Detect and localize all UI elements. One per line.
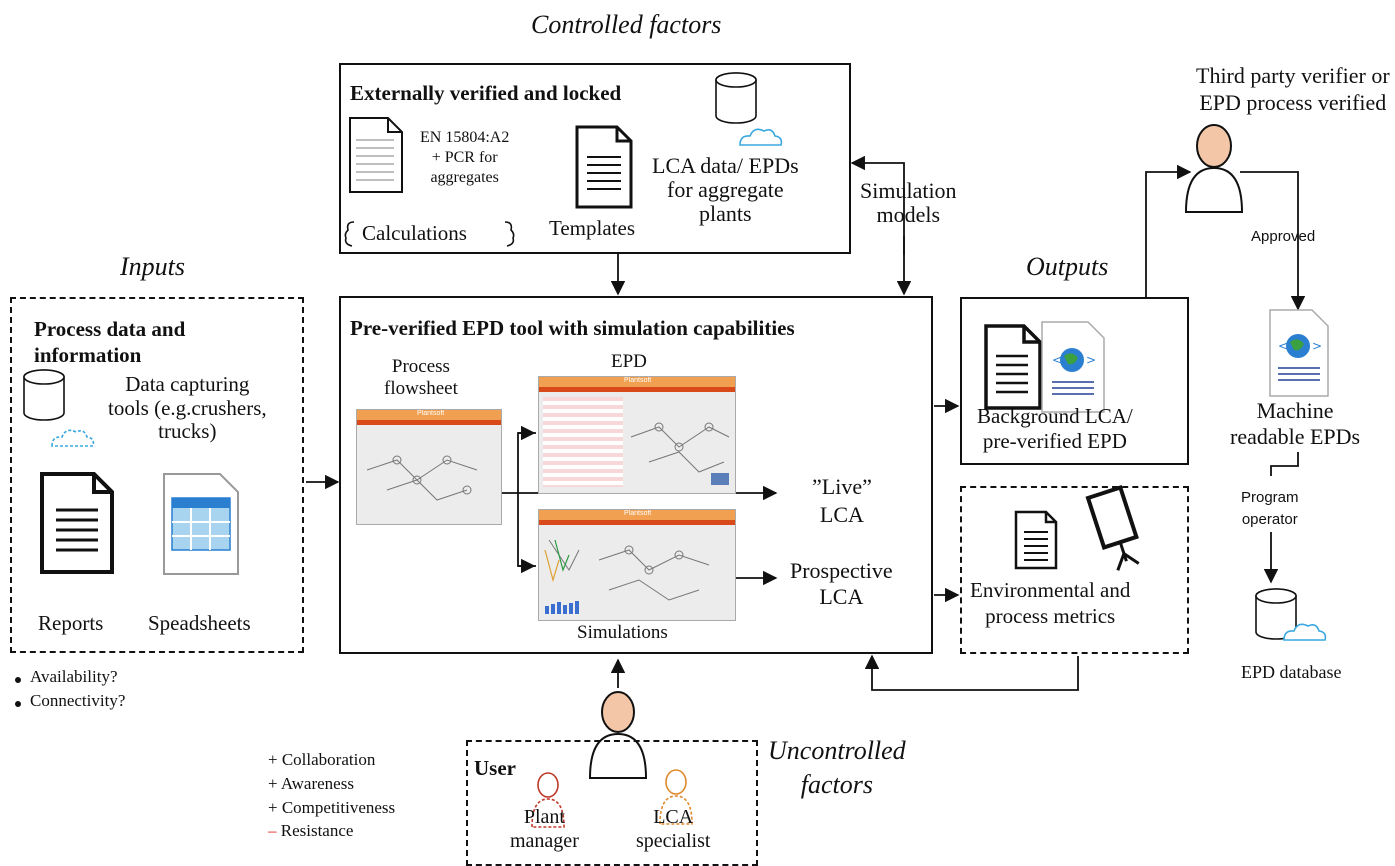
approved-label: Approved: [1251, 228, 1316, 245]
spreadsheets-label: Speadsheets: [148, 611, 251, 635]
spreadsheet-icon: [163, 473, 239, 575]
calculations-label: Calculations: [362, 221, 467, 245]
uncontrolled-factors-title: Uncontrolled factors: [768, 736, 906, 799]
program-operator-label: Program operator: [1241, 489, 1299, 528]
process-flowsheet-label: Process flowsheet: [384, 356, 458, 399]
svg-text:>: >: [1086, 353, 1096, 367]
svg-text:<: <: [1278, 339, 1288, 353]
verifier-label: Third party verifier or EPD process veri…: [1196, 63, 1390, 115]
controlled-factors-title: Controlled factors: [531, 10, 722, 39]
arrow-metrics-to-tool: [864, 654, 1079, 691]
epd-label: EPD: [611, 351, 647, 372]
verified-box-title: Externally verified and locked: [350, 81, 622, 105]
bullet-availability: Availability?: [30, 667, 118, 686]
background-lca-box: [960, 297, 1189, 465]
background-lca-label: Background LCA/ pre-verified EPD: [977, 404, 1133, 454]
epd-tool-box: [339, 296, 933, 654]
simulations-label: Simulations: [577, 622, 668, 643]
user-title: User: [474, 756, 516, 780]
presentation-board-icon: [1085, 484, 1140, 571]
factor-item: + Collaboration: [268, 750, 376, 769]
standard-label: EN 15804:A2 + PCR for aggregates: [420, 129, 510, 186]
metrics-label: Environmental and process metrics: [970, 578, 1131, 628]
outputs-title: Outputs: [1026, 252, 1109, 281]
inputs-title: Inputs: [120, 252, 185, 281]
factor-item: + Competitiveness: [268, 797, 396, 817]
templates-label: Templates: [549, 216, 635, 240]
data-tools-label: Data capturing tools (e.g.crushers, truc…: [108, 372, 267, 444]
lca-data-label: LCA data/ EPDs for aggregate plants: [652, 153, 799, 227]
factors-list: + Collaboration + Awareness + Competitiv…: [268, 748, 395, 843]
machine-readable-label: Machine readable EPDs: [1230, 398, 1361, 450]
verified-locked-box: [339, 63, 851, 254]
svg-text:>: >: [1312, 339, 1322, 353]
epd-screenshot: Plantsoft: [538, 376, 736, 494]
bullet-connectivity: Connectivity?: [30, 691, 126, 710]
simulation-models-label: Simulation models: [860, 178, 957, 228]
inputs-box: [10, 297, 304, 653]
epd-tool-title: Pre-verified EPD tool with simulation ca…: [350, 316, 795, 340]
arrow-background-to-verifier: [1145, 164, 1192, 297]
plant-manager-label: Plant manager: [510, 806, 579, 852]
prospective-lca-label: Prospective LCA: [790, 558, 893, 610]
simulations-screenshot: Plantsoft: [538, 509, 736, 621]
epd-database-label: EPD database: [1241, 662, 1342, 682]
live-lca-label: ”Live” LCA: [812, 474, 872, 527]
process-flowsheet-screenshot: Plantsoft: [356, 409, 502, 525]
metrics-box: [960, 486, 1189, 654]
factor-item: + Awareness: [268, 773, 354, 793]
reports-label: Reports: [38, 611, 104, 635]
arrow-to-verified: [850, 155, 905, 255]
arrow-approved: [1240, 171, 1306, 311]
lca-specialist-label: LCA specialist: [636, 806, 711, 852]
factor-item: – Resistance: [268, 821, 354, 841]
svg-text:<: <: [1052, 353, 1062, 367]
inputs-box-title: Process data and information: [34, 317, 186, 368]
